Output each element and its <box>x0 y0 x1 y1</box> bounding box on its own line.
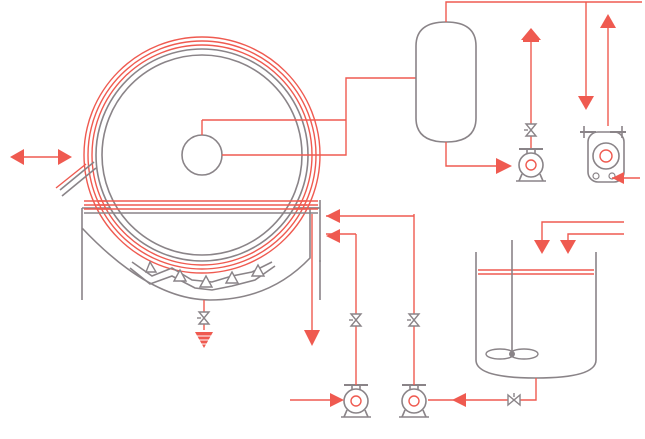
vacuum-pump <box>578 2 640 184</box>
vacuum-exhaust-arrow <box>600 14 616 28</box>
scraper-blade <box>61 167 97 197</box>
rotary-drum-filter <box>55 36 321 301</box>
wash-pump <box>290 298 372 418</box>
feed-inlets <box>326 209 415 298</box>
centrifugal-pump <box>515 28 547 182</box>
drum-center-valve <box>181 134 223 176</box>
pump-discharge-arrow <box>521 28 541 40</box>
filtrate-receiver <box>415 1 642 174</box>
filtrate-vacuum-lines <box>201 77 416 156</box>
overflow-outlet <box>304 214 320 346</box>
trough-drain <box>194 300 214 349</box>
agitated-feed-tank <box>452 221 624 407</box>
trough-agitator <box>131 261 273 283</box>
cake-discharge-arrow <box>10 149 72 165</box>
feed-pump <box>398 298 452 418</box>
filter-trough <box>81 208 321 301</box>
